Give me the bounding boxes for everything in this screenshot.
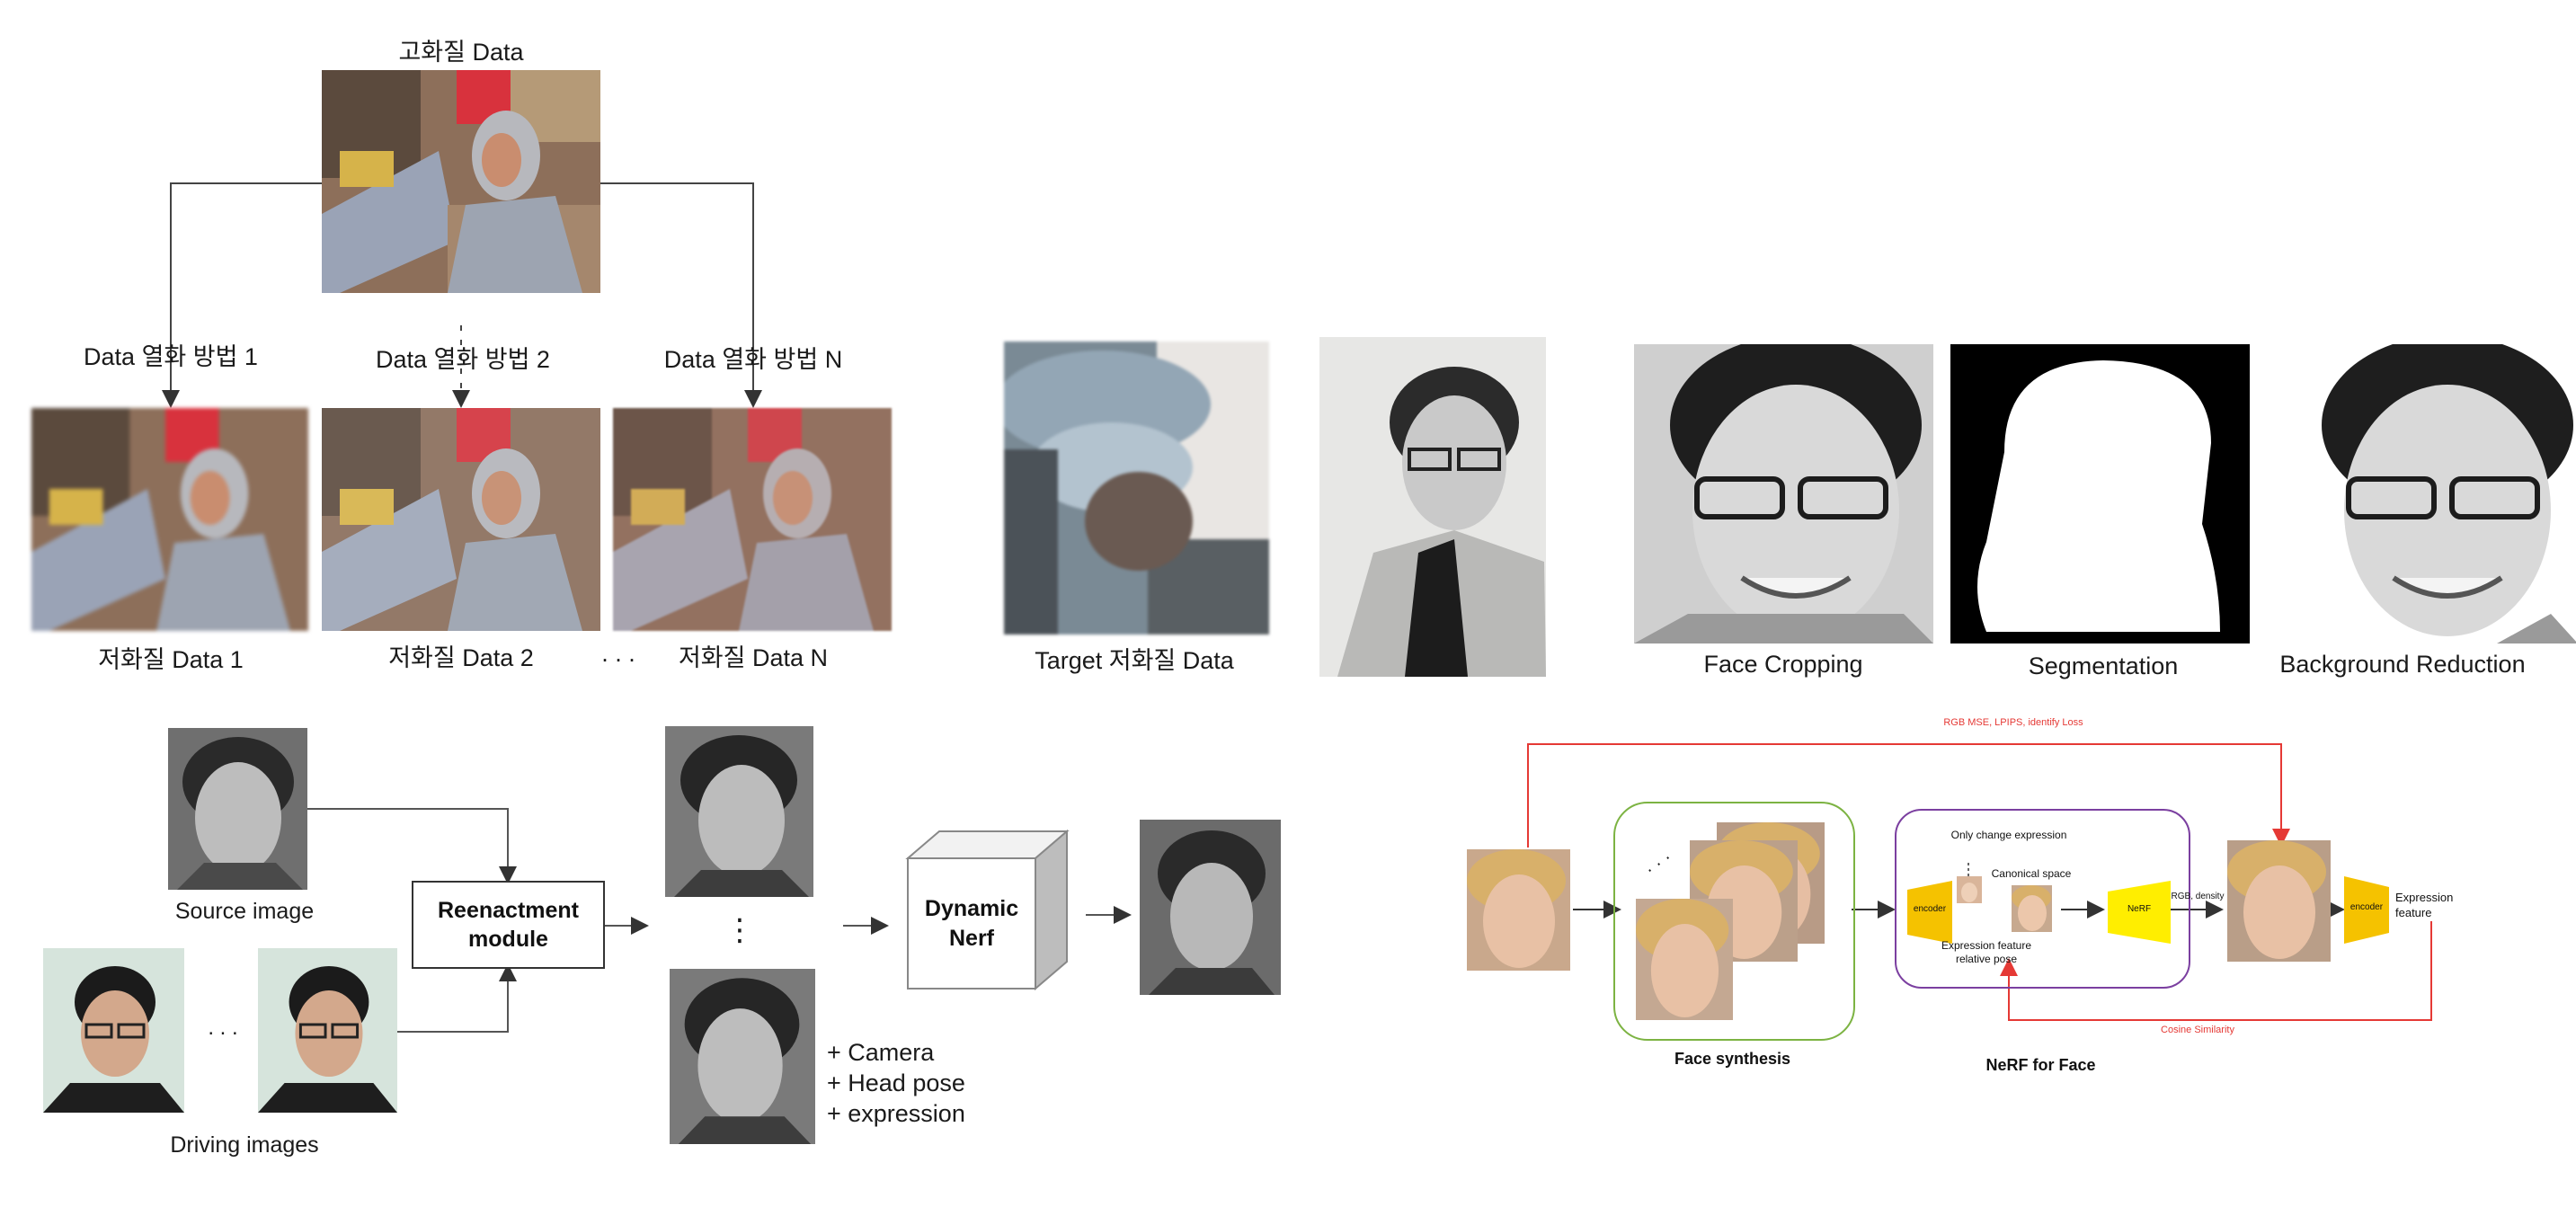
hq-data-label: 고화질 Data: [398, 39, 524, 66]
canonical-space-label: Canonical space: [1991, 867, 2072, 880]
target-lq-image: [1004, 342, 1269, 635]
dynamic-nerf-cube: [905, 829, 1070, 991]
reenacted-output-2: [670, 969, 815, 1144]
method-label-2: Data 열화 방법 2: [376, 346, 550, 373]
top-loss-arrow: [1527, 743, 2290, 848]
condition-camera: + Camera: [827, 1039, 935, 1066]
reenactment-module-box: Reenactment module: [412, 881, 605, 969]
method-label-1: Data 열화 방법 1: [84, 343, 258, 370]
face-synthesis-label: Face synthesis: [1674, 1050, 1791, 1068]
lq-image-2: [322, 408, 600, 631]
source-to-module: [307, 808, 517, 884]
condition-head-pose: + Head pose: [827, 1069, 965, 1096]
step-label-background-reduction: Background Reduction: [2279, 651, 2526, 678]
driving-image-2: [258, 948, 397, 1113]
conditions-list: + Camera + Head pose + expression: [827, 1037, 965, 1129]
synth-face-1: [1636, 899, 1733, 1020]
lq-image-n: [613, 408, 892, 631]
lq-image-1: [31, 408, 308, 631]
vertical-ellipsis: ⋮: [724, 913, 755, 947]
rendered-face-image: [2227, 840, 2331, 962]
lq-label-1: 저화질 Data 1: [98, 646, 244, 673]
canonical-face-image: [2012, 885, 2052, 932]
condition-expression: + expression: [827, 1100, 965, 1127]
target-lq-label: Target 저화질 Data: [1035, 647, 1234, 674]
hq-source-image: [322, 70, 600, 293]
expression-feature-pose-label: Expression feature relative pose: [1941, 939, 2032, 965]
nerf-render-output: [1140, 820, 1281, 995]
lq-label-2: 저화질 Data 2: [388, 644, 534, 671]
face-cropping-image: [1634, 344, 1933, 643]
driving-images-label: Driving images: [170, 1132, 319, 1158]
driving-ellipsis: . . .: [208, 1016, 238, 1040]
branch-line-1: [162, 182, 322, 408]
reenacted-output-1: [665, 726, 813, 897]
only-change-expression-label: Only change expression: [1950, 829, 2067, 841]
dynamic-nerf-label: Dynamic Nerf: [924, 896, 1019, 951]
nerf-for-face-label: NeRF for Face: [1985, 1056, 2096, 1074]
mini-face-icon: [1957, 876, 1982, 903]
encoder-icon-2: [2344, 876, 2389, 944]
face-synthesis-group: [1613, 802, 1855, 1041]
lq-label-n: 저화질 Data N: [678, 644, 829, 671]
bottom-loss-arrow: [2000, 921, 2432, 1021]
background-reduced-image: [2290, 344, 2576, 643]
driving-to-module: [397, 963, 517, 1033]
portrait-original: [1319, 337, 1546, 677]
nerf-block-label: NeRF: [2127, 904, 2152, 914]
segmentation-mask: [1950, 344, 2250, 643]
expression-feature-label: Expression feature: [2395, 891, 2454, 919]
nerf-block-icon: [2108, 881, 2171, 944]
source-image-label: Source image: [174, 899, 315, 924]
step-label-segmentation: Segmentation: [2028, 652, 2179, 679]
top-loss-label: RGB MSE, LPIPS, identify Loss: [1943, 717, 2083, 728]
lq-ellipsis: . . .: [601, 640, 635, 667]
method-label-n: Data 열화 방법 N: [663, 346, 843, 373]
rgb-density-label: RGB, density: [2171, 892, 2225, 901]
driving-image-1: [43, 948, 184, 1113]
source-face-image: [168, 728, 307, 890]
encoder-2-label: encoder: [2349, 902, 2384, 912]
encoder-1-label: encoder: [1913, 904, 1947, 914]
input-face-image: [1467, 849, 1570, 971]
bottom-loss-label: Cosine Similarity: [2161, 1025, 2234, 1035]
step-label-face-cropping: Face Cropping: [1703, 651, 1863, 678]
nerf-for-face-group: [1895, 809, 2190, 989]
branch-line-n: [600, 182, 762, 408]
encoder-icon-1: [1907, 881, 1952, 944]
